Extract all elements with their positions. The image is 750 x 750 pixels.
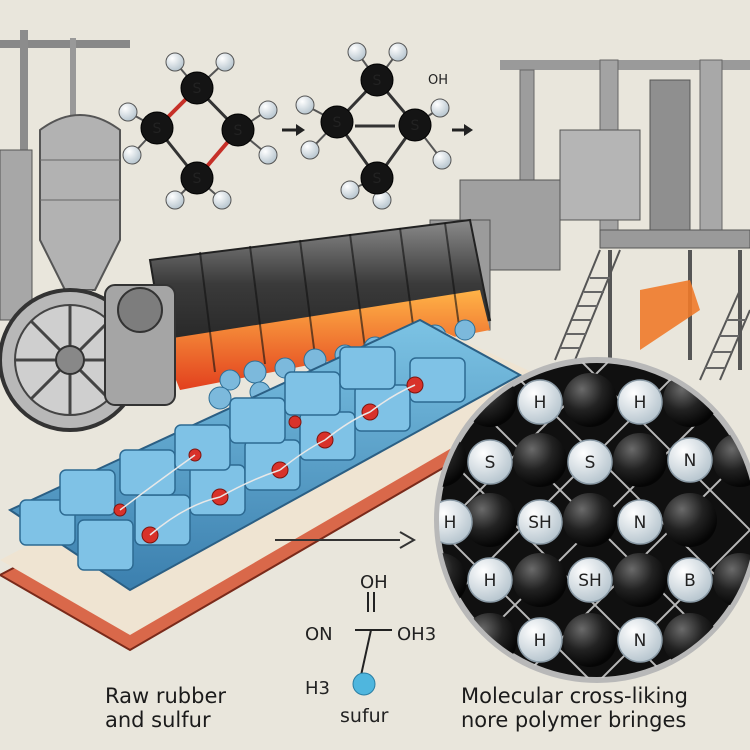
arrow-head-icon [296,124,305,136]
top-molecule-right: S S S S OH [295,42,452,210]
top-left-atom-1: S [193,81,202,97]
rubber-slab [0,318,563,652]
top-left-atom-3: S [234,123,243,139]
lattice-atom-8: SH [528,513,552,533]
caption-right-line2: nore polymer bringes [461,708,687,732]
lattice-atom-9: N [634,513,647,533]
rotary-kiln [0,218,492,432]
small-mol-oh: OH [360,572,388,593]
top-right-atom-3: S [411,118,420,134]
lattice-atom-2: H [634,393,647,413]
arrow-head-icon-2 [464,124,473,136]
top-molecule-oh-label: OH [428,73,448,88]
top-right-atom-1: S [373,73,382,89]
top-left-atom-4: S [193,171,202,187]
molecular-lattice-zoom: H H H S S N H SH N H SH B N [434,357,750,683]
top-right-atom-4: S [373,171,382,187]
lattice-atom-10: H [534,631,547,651]
lattice-atom-6: N [684,451,697,471]
lattice-atom-7: H [484,571,497,591]
lattice-atom-3: H [444,513,457,533]
lattice-atom-12: B [684,571,696,591]
top-molecule-left: S S S S [118,52,278,210]
small-mol-oh3: OH3 [397,624,436,645]
small-molecule-diagram: OH ON OH3 H3 sufur [305,572,436,727]
factory-background [0,30,750,381]
small-mol-on: ON [305,624,333,645]
small-mol-sufur: sufur [340,705,389,727]
top-left-atom-2: S [153,121,162,137]
top-right-atom-2: S [333,115,342,131]
lattice-atom-4: S [485,453,496,473]
lattice-atom-13: N [634,631,647,651]
lattice-atom-1: H [534,393,547,413]
caption-raw-rubber: Raw rubber and sulfur [105,684,226,732]
caption-cross-linking: Molecular cross-liking nore polymer brin… [461,684,688,732]
caption-right-line1: Molecular cross-liking [461,684,688,708]
lattice-atom-5: S [585,453,596,473]
caption-left-line2: and sulfur [105,708,211,732]
lattice-atom-11: SH [578,571,602,591]
caption-left-line1: Raw rubber [105,684,227,708]
small-mol-h3: H3 [305,678,330,699]
